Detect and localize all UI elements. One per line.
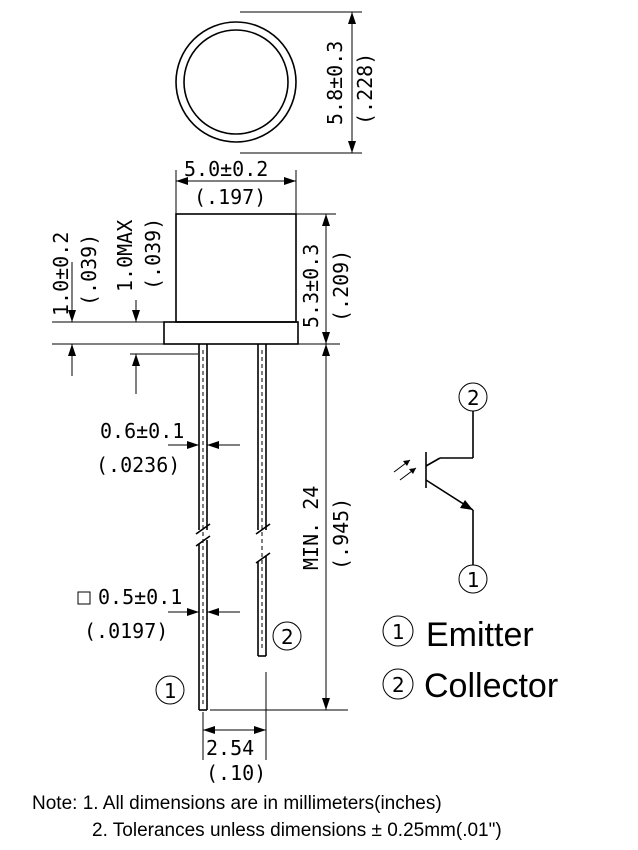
square-symbol [77, 591, 91, 605]
schematic-pin-1: 1 [467, 568, 480, 592]
svg-text:1: 1 [164, 679, 177, 703]
lens-height-mm: 5.8±0.3 [323, 41, 347, 125]
legend-collector-label: Collector [424, 667, 558, 705]
note-line-2: 2. Tolerances unless dimensions ± 0.25mm… [92, 820, 502, 841]
body-width-in: (.197) [194, 185, 266, 209]
lens-height-dimension [240, 11, 362, 154]
lead-width-in: (.0236) [96, 453, 180, 477]
component-body [163, 213, 299, 345]
lead-length-dimension [210, 343, 348, 711]
legend-collector: 2 Collector [382, 667, 558, 705]
flange-height-mm: 1.0±0.2 [49, 232, 73, 316]
lead-square-in: (.0197) [84, 619, 168, 643]
flange-height-in: (.039) [77, 234, 101, 306]
lead-length-mm: MIN. 24 [299, 486, 323, 570]
flange-max-in: (.039) [141, 218, 165, 290]
pin-1-label: 1 [155, 675, 185, 705]
pitch-dimension [202, 672, 267, 760]
body-height-in: (.209) [329, 250, 353, 322]
phototransistor-symbol: 2 1 [393, 382, 488, 594]
pitch-mm: 2.54 [206, 736, 254, 760]
pitch-in: (.10) [206, 761, 266, 785]
lead-1 [195, 344, 211, 711]
lead-2 [255, 344, 271, 657]
body-width-dimension [175, 170, 297, 214]
body-width-mm: 5.0±0.2 [184, 157, 268, 181]
schematic-pin-2: 2 [467, 386, 480, 410]
lens-top-view [175, 21, 297, 143]
note-line-1: Note: 1. All dimensions are in millimete… [32, 793, 442, 814]
lead-square-mm: 0.5±0.1 [98, 585, 182, 609]
lead-width-arrows [168, 441, 240, 616]
legend-emitter: 1 Emitter [382, 615, 534, 654]
legend-emitter-num: 1 [392, 620, 405, 644]
legend-emitter-label: Emitter [426, 616, 534, 654]
flange-dimensions [52, 262, 198, 394]
pin-2-label: 2 [272, 621, 302, 651]
lead-width-mm: 0.6±0.1 [100, 419, 184, 443]
lens-height-in: (.228) [353, 53, 377, 125]
legend-collector-num: 2 [392, 673, 405, 697]
body-height-mm: 5.3±0.3 [299, 244, 323, 328]
lead-length-in: (.945) [329, 498, 353, 570]
svg-text:2: 2 [281, 625, 294, 649]
flange-max-mm: 1.0MAX [113, 220, 137, 292]
